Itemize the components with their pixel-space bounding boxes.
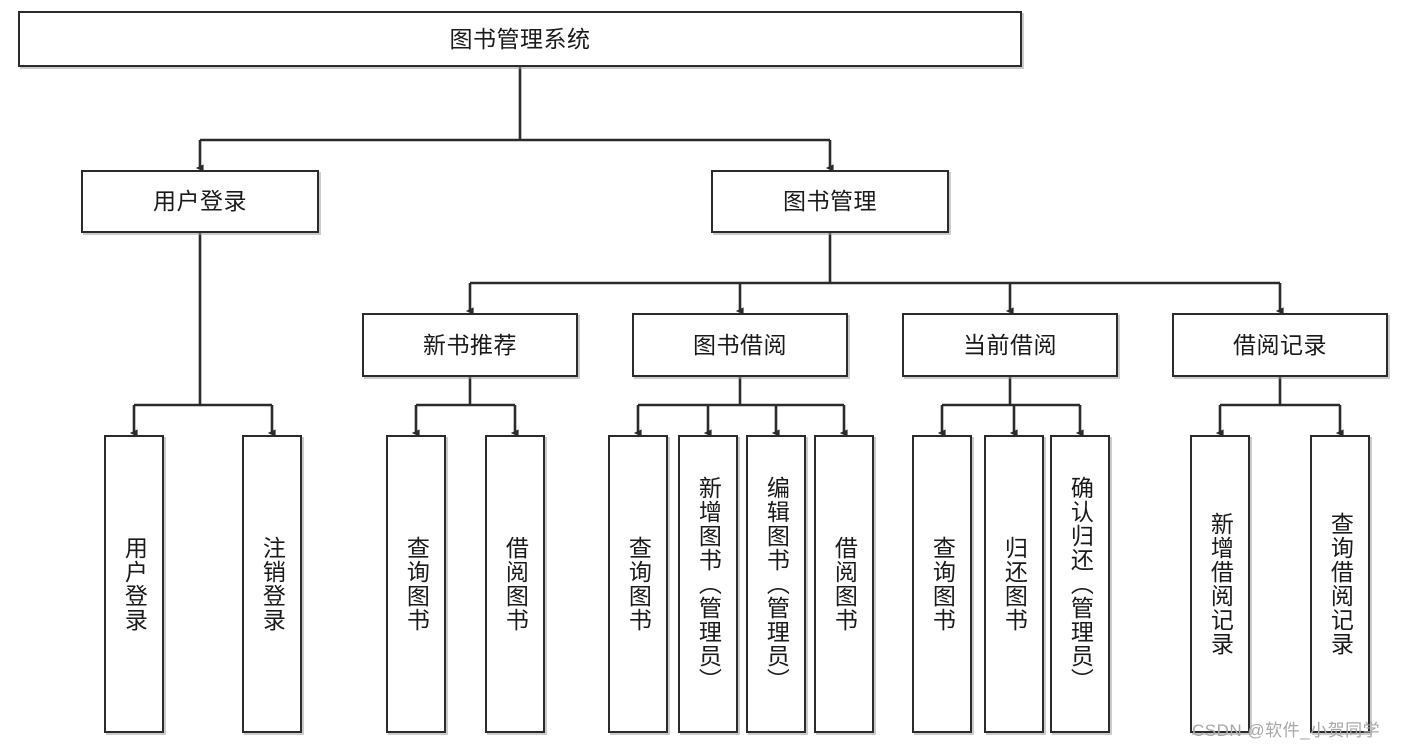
node-label: 确认归还（管理员） (1067, 476, 1094, 692)
node-label: 用户登录 (121, 536, 148, 632)
node-leaf-query-book-a[interactable]: 查询图书 (386, 435, 446, 733)
node-label: 借阅图书 (831, 536, 858, 632)
node-label: 借阅记录 (1233, 331, 1327, 358)
node-leaf-logout[interactable]: 注销登录 (242, 435, 302, 733)
node-book-management[interactable]: 图书管理 (711, 170, 949, 233)
node-label: 编辑图书（管理员） (763, 476, 790, 692)
node-leaf-query-book-b[interactable]: 查询图书 (608, 435, 668, 733)
node-book-borrow[interactable]: 图书借阅 (632, 313, 848, 377)
node-label: 当前借阅 (963, 331, 1057, 358)
node-label: 归还图书 (1001, 536, 1028, 632)
node-label: 注销登录 (259, 536, 286, 632)
node-label: 查询图书 (929, 536, 956, 632)
node-label: 图书管理 (783, 188, 877, 215)
node-leaf-confirm-return[interactable]: 确认归还（管理员） (1050, 435, 1110, 733)
node-leaf-query-borrow-record[interactable]: 查询借阅记录 (1310, 435, 1370, 733)
node-new-book-recommend[interactable]: 新书推荐 (362, 313, 578, 377)
node-user-login[interactable]: 用户登录 (81, 170, 319, 233)
node-label: 查询图书 (403, 536, 430, 632)
node-label: 图书借阅 (693, 331, 787, 358)
node-root[interactable]: 图书管理系统 (18, 11, 1022, 67)
node-leaf-query-book-c[interactable]: 查询图书 (912, 435, 972, 733)
node-label: 借阅图书 (502, 536, 529, 632)
node-current-borrow[interactable]: 当前借阅 (902, 313, 1118, 377)
watermark: CSDN @软件_小贺同学 (1192, 721, 1381, 740)
node-label: 新增图书（管理员） (695, 476, 722, 692)
node-label: 新书推荐 (423, 331, 517, 358)
node-leaf-return-book[interactable]: 归还图书 (984, 435, 1044, 733)
node-leaf-add-borrow-record[interactable]: 新增借阅记录 (1190, 435, 1250, 733)
node-label: 查询借阅记录 (1327, 512, 1354, 656)
node-label: 新增借阅记录 (1207, 512, 1234, 656)
node-borrow-record[interactable]: 借阅记录 (1172, 313, 1388, 377)
node-label: 用户登录 (153, 188, 247, 215)
node-leaf-borrow-book-a[interactable]: 借阅图书 (485, 435, 545, 733)
node-leaf-borrow-book-b[interactable]: 借阅图书 (814, 435, 874, 733)
node-leaf-edit-book[interactable]: 编辑图书（管理员） (746, 435, 806, 733)
node-leaf-user-login[interactable]: 用户登录 (104, 435, 164, 733)
node-label: 图书管理系统 (449, 25, 591, 52)
node-leaf-add-book[interactable]: 新增图书（管理员） (678, 435, 738, 733)
node-label: 查询图书 (625, 536, 652, 632)
